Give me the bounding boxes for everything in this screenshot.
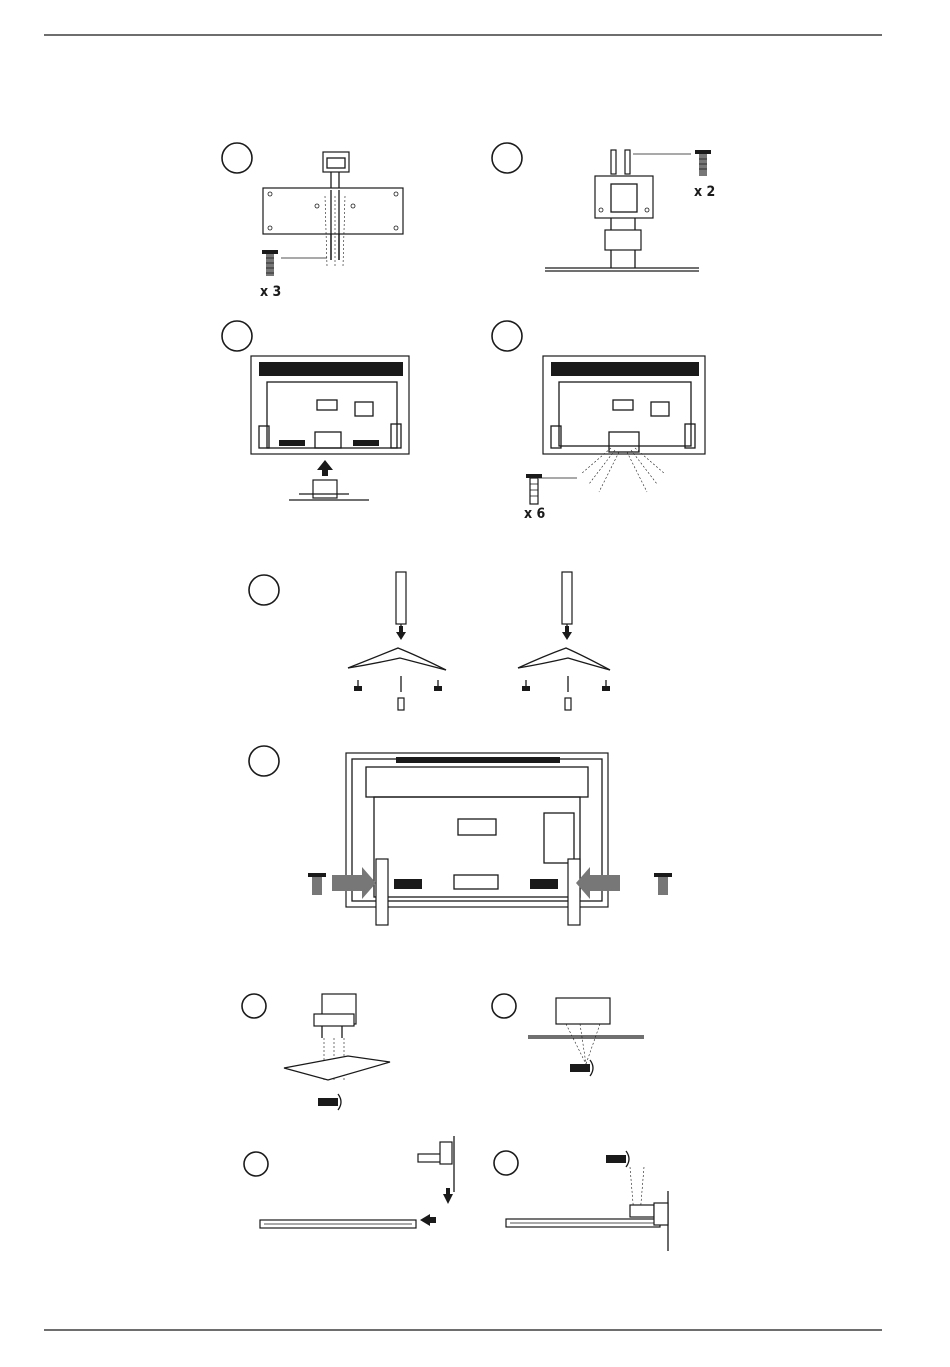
step-9-diagram [240,1132,470,1242]
screw-icon [526,474,542,504]
arrow-icon [396,626,406,640]
step-1-quantity: x 3 [260,284,281,300]
step-8-diagram [490,990,650,1085]
step-10-marker [494,1151,518,1175]
arrow-icon [562,626,572,640]
step-2-quantity: x 2 [694,184,715,200]
arrow-icon [420,1214,436,1226]
top-rule [44,34,882,36]
arrow-icon [317,460,333,476]
step-4-marker [492,321,522,351]
step-2-marker [492,143,522,173]
step-6-marker [249,746,279,776]
stand-icon [568,859,580,925]
step-1-diagram: x 3 [215,138,425,308]
step-7-diagram [240,988,400,1118]
step-4-quantity: x 6 [524,506,545,522]
step-3-marker [222,321,252,351]
step-3-diagram [219,318,419,510]
stand-icon [376,859,388,925]
bottom-rule [44,1329,882,1331]
tv-back-icon [543,356,705,454]
screw-icon [695,150,711,176]
step-10-diagram [490,1145,690,1260]
tv-back-icon [251,356,409,454]
step-5-diagram [248,568,628,718]
step-6-diagram [248,745,688,935]
step-5-marker [249,575,279,605]
screw-icon [262,250,278,276]
screw-icon [308,873,326,895]
step-4-diagram: x 6 [489,318,729,508]
step-9-marker [244,1152,268,1176]
step-1-marker [222,143,252,173]
screw-icon [318,1094,341,1110]
step-8-marker [492,994,516,1018]
screw-icon [606,1151,629,1167]
arrow-icon [443,1188,453,1204]
screw-icon [654,873,672,895]
step-7-marker [242,994,266,1018]
screw-icon [570,1060,593,1076]
step-2-diagram: x 2 [487,138,727,278]
